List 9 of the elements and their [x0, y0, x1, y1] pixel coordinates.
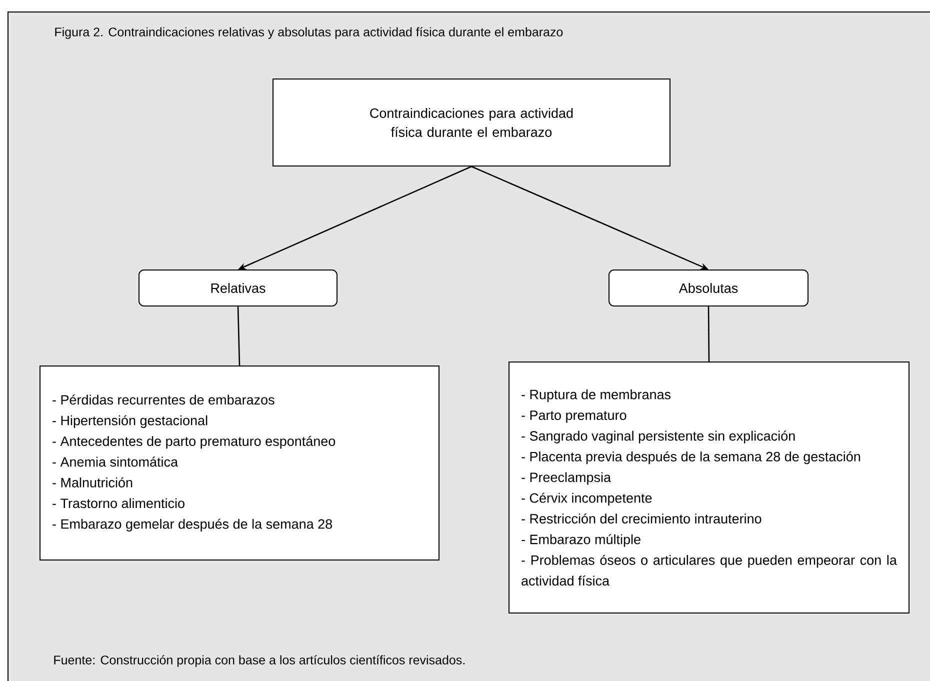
list-box: - Ruptura de membranas - Parto prematuro - Sangrado vaginal persistente sin explicación - Placenta previa después de la semana 28 de gestación - Preeclampsia - Cérvix incompetente - Restricción del crecimiento intrauterino - Embarazo múltiple - Problemas óseos o articulares que pueden empeorar con la actividad física — [508, 362, 910, 614]
connector-line — [237, 306, 240, 366]
concept-box: Contraindicaciones para actividad física durante el embarazo — [272, 78, 670, 166]
source-note: Fuente: Construcción propia con base a los artículos científicos revisados. — [54, 655, 464, 667]
category-box: Absolutas — [608, 270, 808, 306]
list-box: - Pérdidas recurrentes de embarazos - Hipertensión gestacional - Antecedentes de parto prematuro espontáneo - Anemia sintomática - Malnutrición - Trastorno alimenticio - Embarazo gemelar después de la semana 28 — [40, 366, 440, 560]
figure-title: Figura 2. Contraindicaciones relativas y absolutas para actividad física durante el embarazo — [55, 27, 563, 39]
connector-line — [708, 306, 710, 362]
category-box: Relativas — [138, 270, 338, 306]
